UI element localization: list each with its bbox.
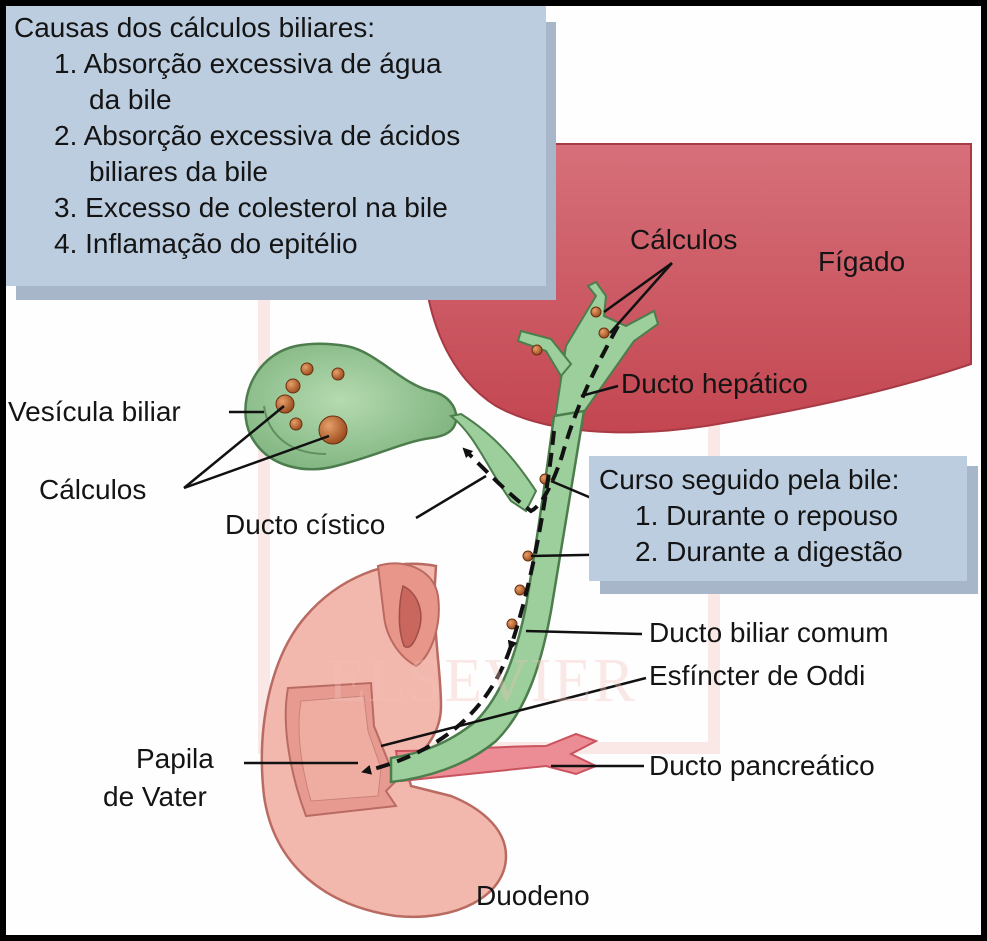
label-gallbladder: Vesícula biliar [8, 396, 181, 427]
label-papilla-line2: de Vater [103, 781, 207, 812]
cause-item-2: 2. Absorção excessiva de ácidos [54, 120, 461, 151]
cause-item-1-cont: da bile [89, 84, 172, 115]
label-stones-liver: Cálculos [630, 224, 738, 255]
label-duodenum: Duodeno [476, 880, 590, 911]
cystic-duct-shape [448, 412, 538, 513]
causes-box: Causas dos cálculos biliares: 1. Absorçã… [14, 10, 460, 262]
bile-course-box-shape [589, 456, 978, 594]
label-cystic-duct: Ducto cístico [225, 509, 386, 540]
anatomy-illustration [6, 6, 978, 919]
label-stones-gallbladder: Cálculos [39, 474, 147, 505]
duodenum-shape [260, 562, 508, 919]
causes-box-shape [6, 6, 556, 300]
causes-heading: Causas dos cálculos biliares: [14, 12, 376, 43]
label-common-bile-duct: Ducto biliar comum [649, 617, 889, 648]
watermark-text: ELSEVIER [328, 647, 637, 715]
cause-item-4: 4. Inflamação do epitélio [54, 228, 358, 259]
cause-item-2-cont: biliares da bile [89, 156, 268, 187]
gallstones [275, 306, 610, 630]
diagram-frame: Causas dos cálculos biliares: 1. Absorçã… [6, 6, 981, 935]
label-papilla-line1: Papila [136, 743, 214, 774]
label-sphincter-oddi: Esfíncter de Oddi [649, 660, 866, 691]
bile-course-heading: Curso seguido pela bile: [599, 464, 900, 495]
bile-course-box: Curso seguido pela bile: 1. Durante o re… [599, 462, 903, 570]
bile-course-item-1: 1. Durante o repouso [635, 500, 899, 531]
label-hepatic-duct: Ducto hepático [621, 368, 808, 399]
label-pancreatic-duct: Ducto pancreático [649, 750, 875, 781]
bile-course-item-2: 2. Durante a digestão [635, 536, 903, 567]
cause-item-3: 3. Excesso de colesterol na bile [54, 192, 448, 223]
label-liver: Fígado [818, 246, 906, 277]
cause-item-1: 1. Absorção excessiva de água [54, 48, 442, 79]
bile-flow-arrows [361, 325, 620, 775]
gallbladder-shape [244, 342, 458, 471]
hepatic-duct-branches [516, 280, 660, 428]
